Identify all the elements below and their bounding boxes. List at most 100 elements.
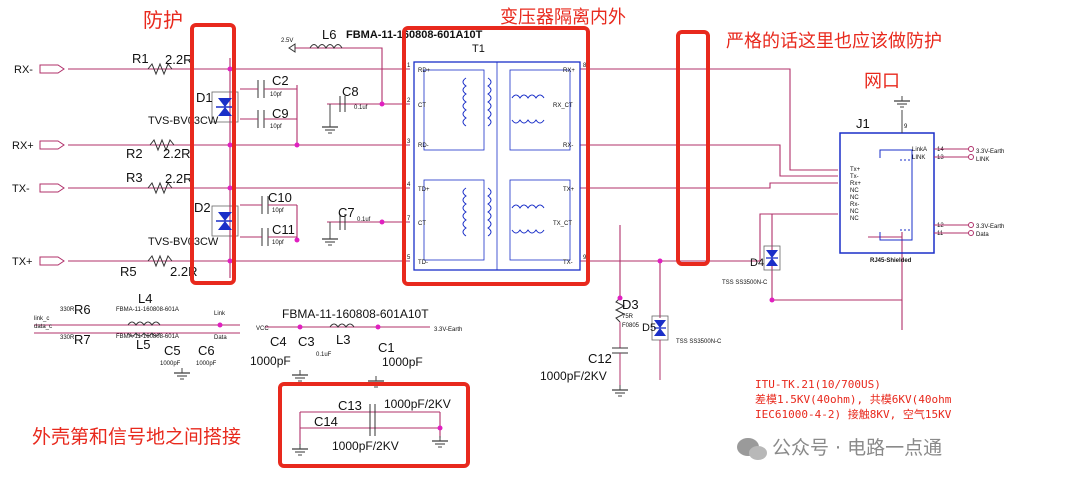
- capacitor-c12: C12 1000pF/2KV: [540, 347, 629, 397]
- svg-text:C12: C12: [588, 351, 612, 366]
- svg-text:C4: C4: [270, 334, 287, 349]
- svg-text:R3: R3: [126, 170, 143, 185]
- svg-text:TSS SS3500N-C: TSS SS3500N-C: [676, 339, 722, 345]
- svg-text:RJ45-Shielded: RJ45-Shielded: [870, 258, 912, 264]
- svg-text:R2: R2: [126, 146, 143, 161]
- highlight-boxes: [190, 23, 710, 468]
- inductor-l6: L6 FBMA-11-160808-601A10T 2.5V: [281, 27, 483, 53]
- highlight-tvs-protection: [190, 23, 236, 285]
- svg-text:CT: CT: [418, 103, 426, 109]
- svg-text:TVS-BV03CW: TVS-BV03CW: [148, 115, 219, 127]
- capacitor-c7: C7 0.1uf: [321, 205, 371, 246]
- svg-text:C13: C13: [338, 398, 362, 413]
- svg-text:R7: R7: [74, 332, 91, 347]
- svg-text:3.3V-Earth: 3.3V-Earth: [976, 149, 1004, 155]
- svg-text:公众号 · 电路一点通: 公众号 · 电路一点通: [772, 437, 942, 459]
- junction-nodes: [217, 66, 775, 431]
- svg-text:link_c: link_c: [34, 316, 49, 322]
- svg-text:TSS SS3500N-C: TSS SS3500N-C: [722, 280, 768, 286]
- resistor-d3: D3 75R F0805: [614, 297, 640, 348]
- capacitor-c8: C8 0.1uf: [321, 84, 368, 134]
- svg-text:Rx+: Rx+: [850, 181, 861, 187]
- svg-text:C6: C6: [198, 343, 215, 358]
- svg-text:2: 2: [407, 98, 411, 104]
- svg-text:C1: C1: [378, 340, 395, 355]
- svg-text:1000pF: 1000pF: [160, 361, 181, 367]
- svg-text:D3: D3: [622, 297, 639, 312]
- svg-text:FBMA-11-160808-601A: FBMA-11-160808-601A: [116, 334, 179, 340]
- svg-text:2.2R: 2.2R: [165, 52, 192, 67]
- svg-text:T1: T1: [472, 43, 485, 55]
- svg-text:Rx-: Rx-: [850, 202, 859, 208]
- svg-text:差模1.5KV(40ohm), 共模6KV(40ohm: 差模1.5KV(40ohm), 共模6KV(40ohm: [755, 392, 952, 406]
- svg-text:0.1uf: 0.1uf: [354, 105, 368, 111]
- svg-text:13: 13: [937, 155, 944, 161]
- capacitor-c9: C9 10pf: [240, 106, 297, 130]
- svg-text:F0805: F0805: [622, 323, 640, 329]
- annotation-should-protect: 严格的话这里也应该做防护: [726, 31, 942, 52]
- svg-text:D2: D2: [194, 200, 211, 215]
- annotation-protect: 防护: [143, 8, 183, 32]
- led-filter-block: link_c data_c R6 330R R7 330R L4 FBMA-11…: [34, 291, 227, 380]
- svg-text:NC: NC: [850, 209, 859, 215]
- transformer-t1: T1 1 2 3 4 7 5 8 9 RD+ CT RD- TD+ CT TD-: [407, 43, 587, 271]
- highlight-extra-protection: [676, 30, 710, 266]
- svg-text:data_c: data_c: [34, 324, 52, 330]
- svg-text:3: 3: [407, 139, 411, 145]
- svg-text:ITU-TK.21(10/700US): ITU-TK.21(10/700US): [755, 378, 881, 391]
- svg-text:D5: D5: [642, 322, 656, 334]
- tvs-diode-d1: D1 TVS-BV03CW: [148, 90, 239, 127]
- annotation-transformer-isolation: 变压器隔离内外: [500, 7, 626, 28]
- svg-text:RD+: RD+: [418, 68, 431, 74]
- svg-text:TX_CT: TX_CT: [553, 221, 572, 227]
- capacitor-c10: C10 10pf: [240, 190, 297, 214]
- svg-text:Data: Data: [976, 232, 989, 238]
- svg-text:L4: L4: [138, 291, 152, 306]
- surge-standard-note: ITU-TK.21(10/700US) 差模1.5KV(40ohm), 共模6K…: [755, 378, 952, 421]
- svg-text:C9: C9: [272, 106, 289, 121]
- svg-text:0.1uf: 0.1uf: [357, 217, 371, 223]
- svg-text:TVS-BV03CW: TVS-BV03CW: [148, 236, 219, 248]
- svg-text:C3: C3: [298, 334, 315, 349]
- svg-text:RX+: RX+: [563, 68, 575, 74]
- port-tx-minus: TX-: [12, 183, 65, 195]
- capacitor-c2: C2 10pf: [240, 73, 297, 98]
- svg-text:TX+: TX+: [12, 256, 32, 268]
- resistor-r1: R1 2.2R: [132, 51, 192, 76]
- svg-text:L5: L5: [136, 337, 150, 352]
- svg-text:C2: C2: [272, 73, 289, 88]
- svg-text:7: 7: [407, 216, 411, 222]
- svg-text:R5: R5: [120, 264, 137, 279]
- annotation-network-port: 网口: [864, 71, 900, 92]
- svg-text:R1: R1: [132, 51, 149, 66]
- svg-text:NC: NC: [850, 195, 859, 201]
- svg-text:9: 9: [583, 255, 587, 261]
- svg-text:8: 8: [583, 63, 587, 69]
- svg-text:RX+: RX+: [12, 140, 34, 152]
- svg-text:FBMA-11-160808-601A10T: FBMA-11-160808-601A10T: [346, 29, 483, 41]
- rj45-jack-j1: J1 9 Tx+ Tx- Rx+ NC NC Rx- NC NC LinkA L…: [839, 96, 1004, 264]
- svg-text:LinkA: LinkA: [912, 147, 927, 153]
- svg-text:1: 1: [407, 63, 411, 69]
- svg-text:TX-: TX-: [563, 260, 573, 266]
- svg-text:0.1uF: 0.1uF: [316, 352, 332, 358]
- svg-text:CT: CT: [418, 221, 426, 227]
- svg-text:RD-: RD-: [418, 143, 429, 149]
- tss-diode-d5: D5 TSS SS3500N-C: [642, 315, 722, 380]
- svg-text:12: 12: [937, 223, 944, 229]
- svg-text:NC: NC: [850, 188, 859, 194]
- svg-text:11: 11: [937, 231, 944, 237]
- svg-text:D4: D4: [750, 257, 764, 269]
- svg-text:L3: L3: [336, 332, 350, 347]
- svg-text:10pf: 10pf: [270, 92, 282, 98]
- svg-text:D1: D1: [196, 90, 213, 105]
- svg-text:LINK: LINK: [912, 155, 925, 161]
- svg-text:RX-: RX-: [14, 64, 33, 76]
- svg-text:TD+: TD+: [418, 187, 430, 193]
- tvs-diode-d2: D2 TVS-BV03CW: [148, 200, 239, 248]
- port-rx-minus: RX-: [14, 64, 65, 76]
- svg-text:L6: L6: [322, 27, 336, 42]
- svg-text:C5: C5: [164, 343, 181, 358]
- svg-text:9: 9: [904, 124, 908, 130]
